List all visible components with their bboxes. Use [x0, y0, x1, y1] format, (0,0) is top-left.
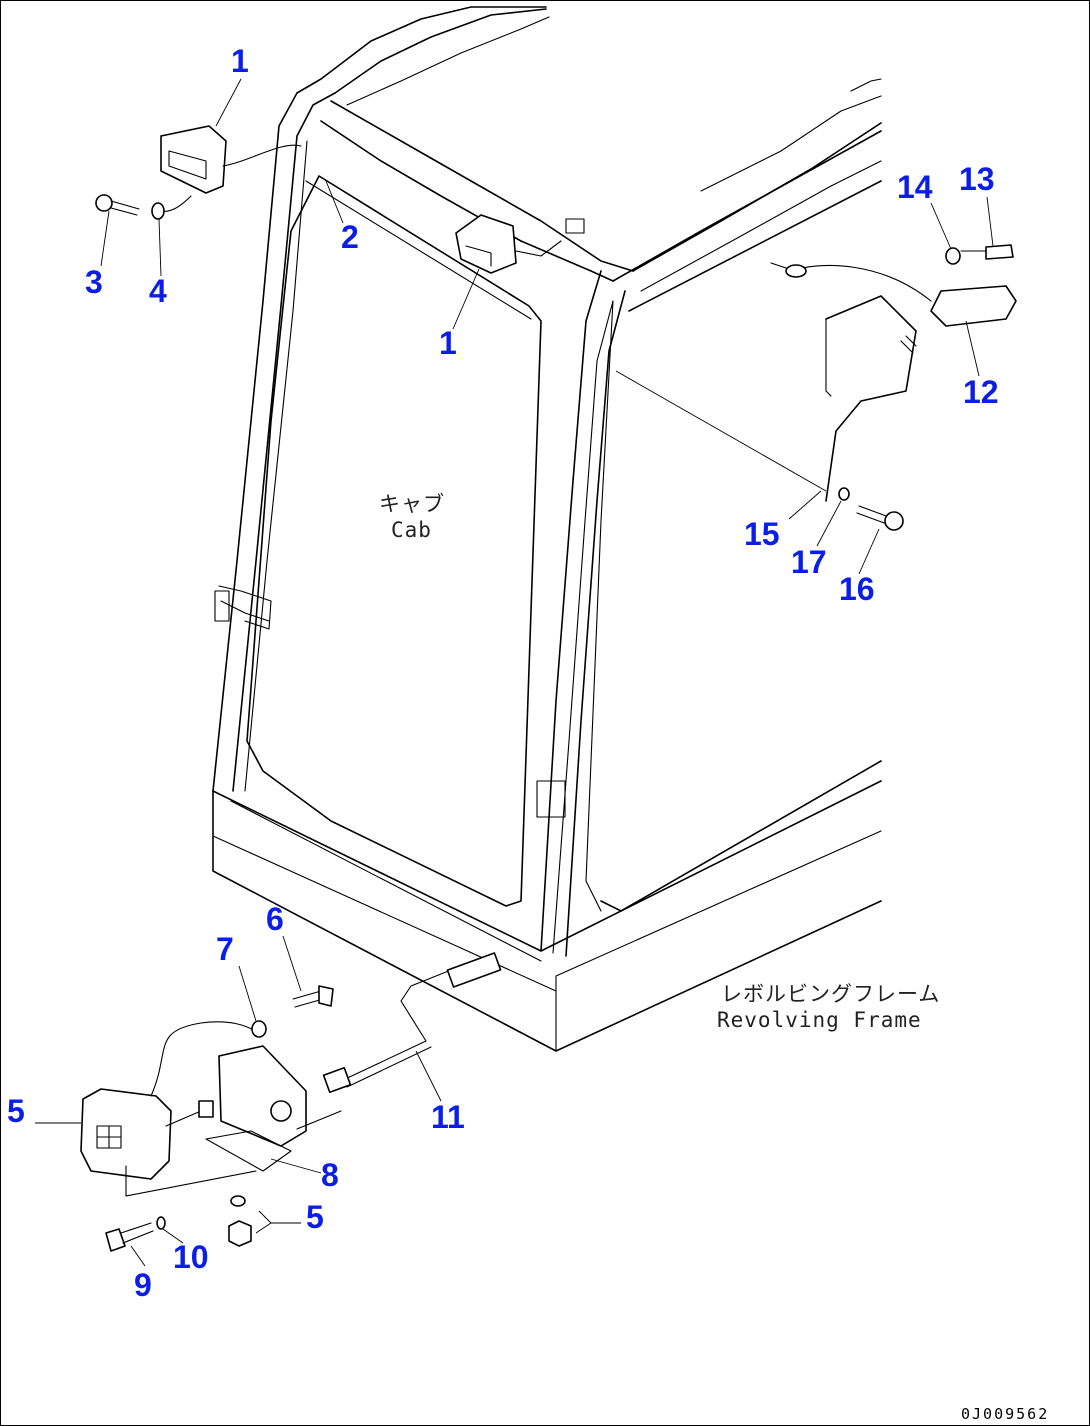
callout-1-center: 1	[439, 325, 457, 361]
callout-14: 14	[897, 169, 933, 205]
callout-10: 10	[173, 1239, 209, 1275]
cab-label-en: Cab	[391, 518, 432, 542]
callout-5-nut: 5	[306, 1199, 324, 1235]
drawing-code: 0J009562	[961, 1405, 1050, 1423]
lamp-12	[770, 244, 1017, 327]
callout-3: 3	[85, 264, 103, 300]
callout-5-lamp: 5	[7, 1093, 25, 1129]
callout-12: 12	[963, 374, 999, 410]
callout-4: 4	[149, 273, 167, 309]
washer-17	[838, 487, 850, 501]
callout-13: 13	[959, 161, 995, 197]
bolt-16	[856, 505, 904, 531]
work-lamp-top-left	[160, 125, 302, 212]
callout-6: 6	[266, 901, 284, 937]
callout-16: 16	[839, 571, 875, 607]
callout-2: 2	[341, 219, 359, 255]
work-lamp-lower	[80, 1021, 257, 1197]
harness-11	[296, 952, 502, 1130]
callout-9: 9	[134, 1267, 152, 1303]
bolt-9	[105, 1222, 154, 1252]
callout-11: 11	[431, 1099, 465, 1135]
frame-label-en: Revolving Frame	[717, 1008, 922, 1032]
washer-10	[156, 1216, 166, 1230]
nut-washer-5	[228, 1195, 252, 1247]
bracket-8	[205, 1045, 307, 1172]
callout-1-top: 1	[231, 43, 249, 79]
washer-7	[251, 1020, 267, 1038]
cab-label-jp: キャブ	[379, 492, 445, 516]
bolt-3	[95, 194, 140, 216]
frame-label-jp: レボルビングフレーム	[721, 982, 941, 1006]
work-lamp-center	[455, 214, 585, 274]
bracket-panel	[615, 295, 917, 502]
callout-8: 8	[321, 1157, 339, 1193]
callout-7: 7	[216, 931, 234, 967]
washer-4	[151, 202, 165, 220]
callout-15: 15	[744, 516, 780, 552]
cab-frame	[212, 6, 882, 1052]
bolt-6	[292, 985, 334, 1008]
callout-17: 17	[791, 544, 827, 580]
